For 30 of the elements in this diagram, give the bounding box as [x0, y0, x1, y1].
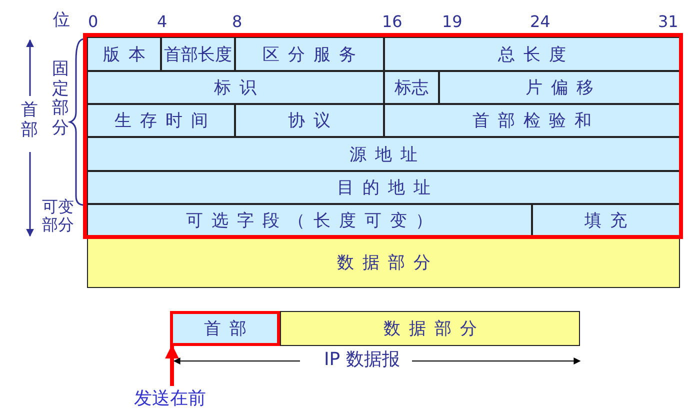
bit-number: 0	[88, 13, 98, 32]
send-first-text: 发送在前	[130, 386, 210, 410]
field-cell: 可选字段（长度可变）	[87, 204, 532, 237]
variable-part-label: 可变部分	[42, 198, 75, 235]
field-cell: 协议	[235, 104, 384, 137]
fixed-part-label: 固定部分	[52, 60, 70, 138]
bit-number: 24	[530, 13, 550, 32]
field-cell: 标志	[384, 71, 440, 104]
header-segment: 首部	[170, 311, 280, 346]
arrow	[165, 344, 179, 386]
bit-number: 19	[442, 13, 462, 32]
field-cell: 首部检验和	[384, 104, 680, 137]
field-cell: 标识	[87, 71, 384, 104]
bit-number: 16	[382, 13, 402, 32]
field-cell: 首部长度	[161, 37, 236, 71]
field-cell: 目的地址	[87, 171, 680, 204]
bit-number: 31	[658, 13, 678, 32]
bit-number: 8	[232, 13, 242, 32]
field-cell: 源地址	[87, 137, 680, 171]
bit-number: 4	[157, 13, 168, 32]
field-cell: 生存时间	[87, 104, 236, 137]
data-segment: 数据部分	[280, 311, 580, 346]
field-cell: 版本	[87, 37, 162, 71]
field-cell: 片偏移	[439, 71, 680, 104]
field-cell: 填充	[532, 204, 680, 237]
data-section-bar: 数据部分	[87, 237, 680, 288]
field-cell: 总长度	[384, 37, 680, 71]
position-label: 位	[53, 11, 70, 31]
header-label: 首部	[21, 101, 39, 140]
field-cell: 区分服务	[235, 37, 384, 71]
